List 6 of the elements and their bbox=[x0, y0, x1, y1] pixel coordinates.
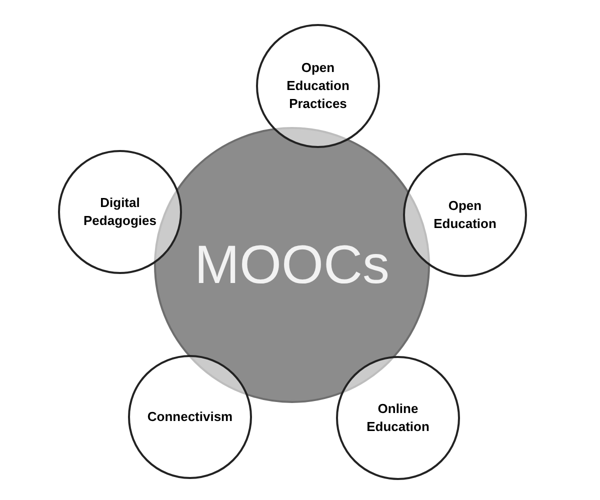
circle-label: Connectivism bbox=[146, 408, 234, 426]
circle-label: MOOCs bbox=[194, 238, 390, 292]
circle-label: Online Education bbox=[366, 400, 430, 436]
circle-label: Open Education bbox=[432, 197, 498, 233]
circle-label: Digital Pedagogies bbox=[82, 194, 158, 230]
circle-label: Open Education Practices bbox=[286, 59, 350, 113]
